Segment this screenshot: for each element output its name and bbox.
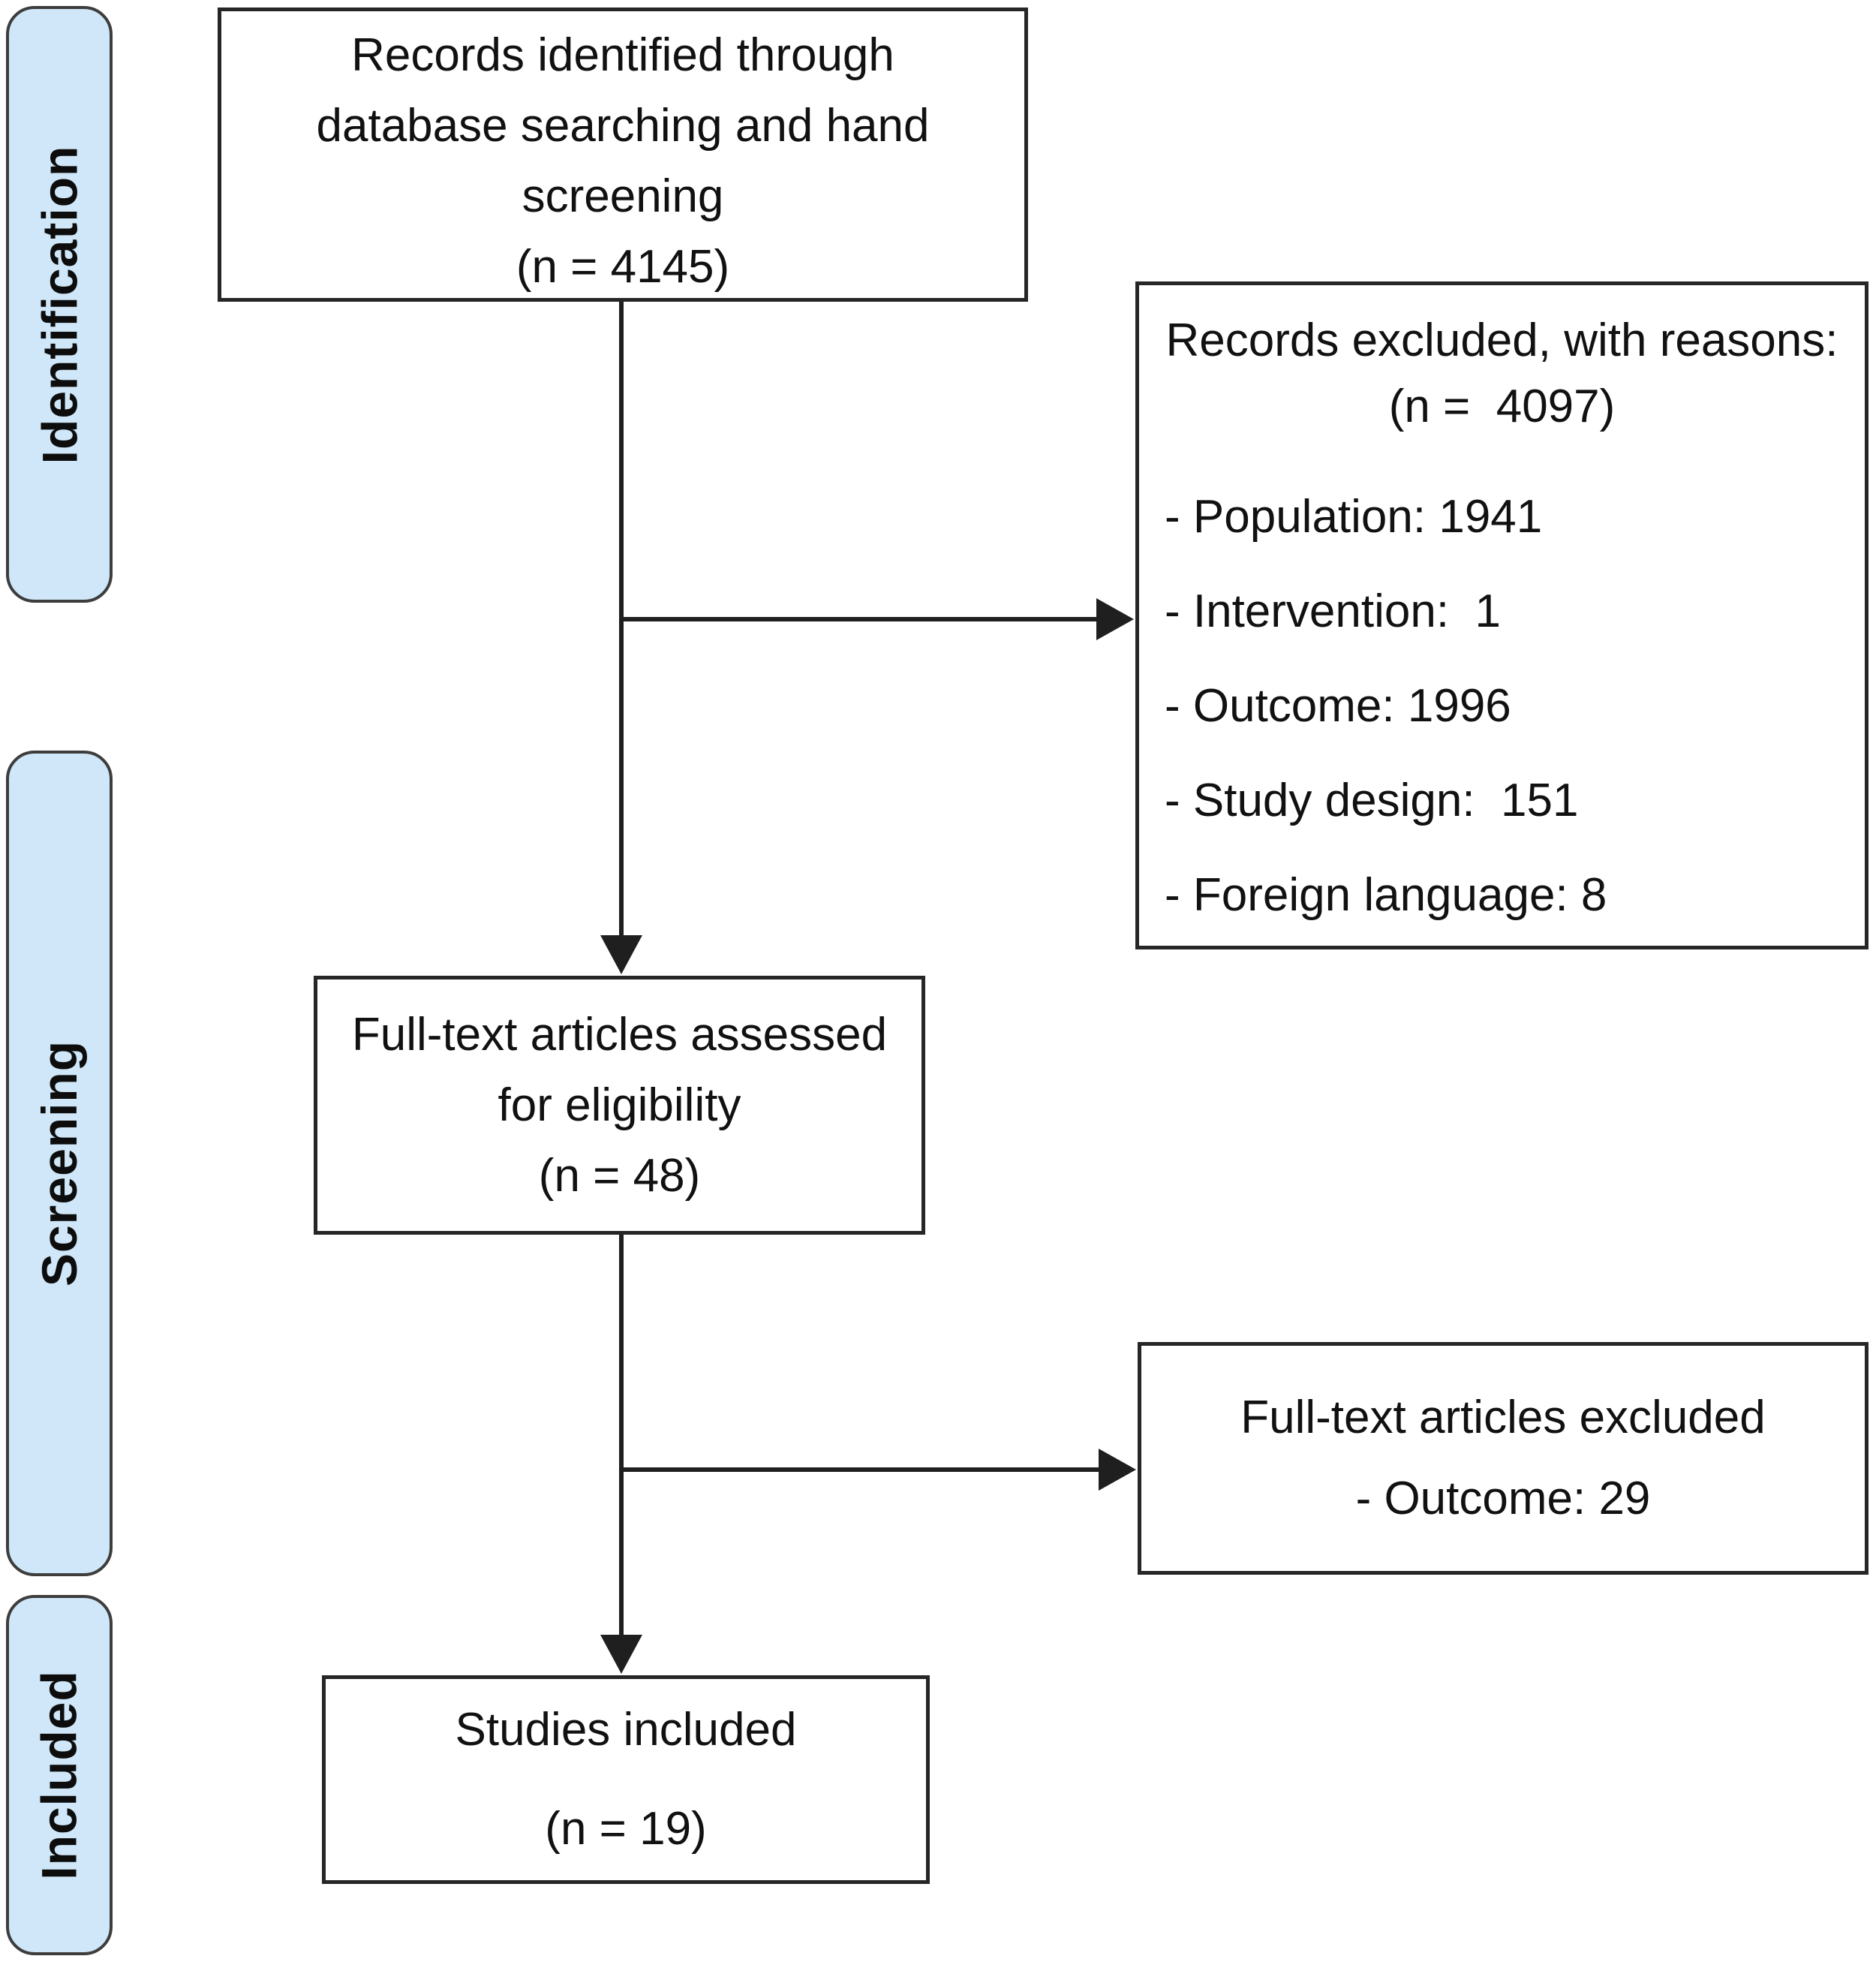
box-text-line: Full-text articles excluded [1240, 1392, 1766, 1443]
stage-label-screening: Screening [6, 751, 113, 1576]
box-text-line: database searching and hand [316, 100, 930, 152]
arrowhead-right-fulltext-excluded [1099, 1449, 1136, 1491]
excluded-reasons-list: - Population: 1941 - Intervention: 1 - O… [1154, 470, 1850, 943]
box-text-line: (n = 4145) [516, 241, 730, 293]
box-text-line: Studies included [455, 1704, 797, 1756]
excluded-count: (n = 4097) [1388, 381, 1616, 432]
box-text-line: screening [522, 170, 724, 222]
arrowhead-down-assessed [600, 935, 642, 974]
box-text-line: for eligibility [498, 1079, 741, 1131]
box-text-line: (n = 48) [538, 1149, 701, 1202]
excluded-reason-item: - Outcome: 1996 [1165, 680, 1511, 732]
arrowhead-right-records-excluded [1096, 598, 1134, 640]
box-text-line: (n = 19) [545, 1803, 707, 1855]
box-text-line: Records identified through [351, 29, 894, 81]
excluded-reason-item: - Foreign language: 8 [1165, 869, 1607, 921]
excluded-title: Records excluded, with reasons: [1165, 314, 1838, 366]
excluded-reason-item: - Intervention: 1 [1165, 585, 1502, 637]
box-records-identified: Records identified through database sear… [218, 8, 1028, 302]
box-fulltext-excluded: Full-text articles excluded - Outcome: 2… [1138, 1342, 1868, 1575]
stage-label-included: Included [6, 1595, 113, 1955]
box-records-excluded: Records excluded, with reasons: (n = 409… [1135, 281, 1868, 949]
excluded-reason-item: - Study design: 151 [1165, 775, 1579, 826]
stage-label-identification: Identification [6, 6, 113, 603]
box-text-line: Full-text articles assessed [351, 1008, 888, 1061]
stage-label-screening-text: Screening [32, 1040, 88, 1287]
stage-label-included-text: Included [32, 1670, 88, 1880]
box-fulltext-assessed: Full-text articles assessed for eligibil… [314, 976, 925, 1235]
stage-label-identification-text: Identification [32, 145, 88, 464]
arrowhead-down-included [600, 1635, 642, 1674]
box-text-line: - Outcome: 29 [1355, 1473, 1651, 1524]
box-studies-included: Studies included (n = 19) [322, 1675, 930, 1884]
excluded-reason-item: - Population: 1941 [1165, 491, 1543, 543]
